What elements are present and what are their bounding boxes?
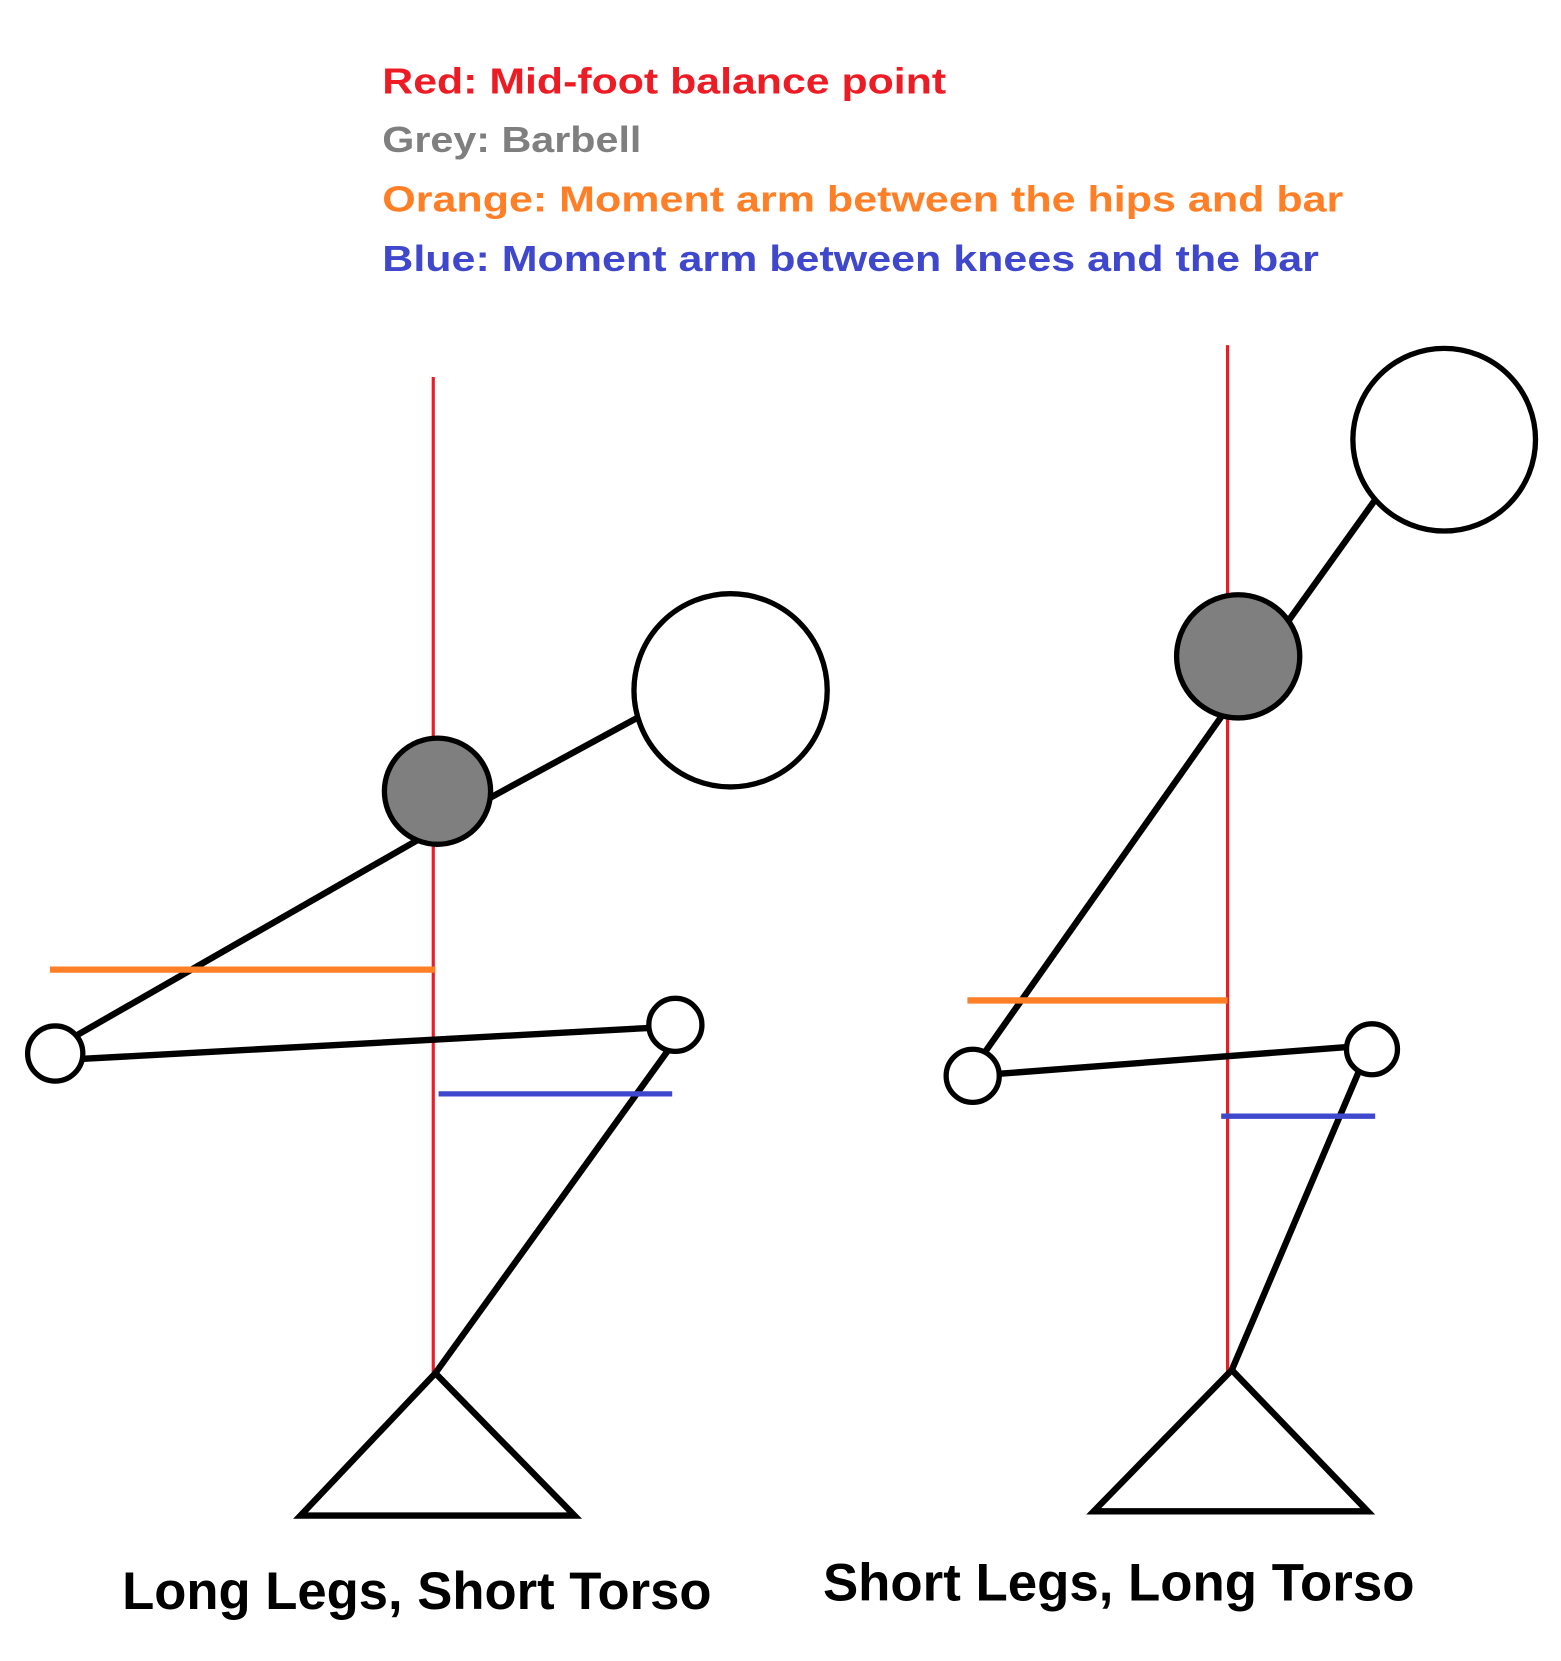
knee-joint [1343,1021,1401,1078]
shin-line [1228,1067,1363,1374]
legend-grey: Grey: Barbell [382,119,641,160]
head-circle [631,591,830,790]
figure-long-legs: Long Legs, Short Torso [24,377,830,1621]
hip-joint [24,1023,86,1084]
figure-caption: Short Legs, Long Torso [823,1553,1414,1612]
legend-blue: Blue: Moment arm between knees and the b… [382,238,1319,279]
barbell-circle [1173,592,1303,721]
head-circle [1350,345,1539,534]
legend: Red: Mid-foot balance point Grey: Barbel… [382,60,1343,278]
legend-orange: Orange: Moment arm between the hips and … [382,178,1343,219]
hip-joint [943,1046,1002,1106]
foot-triangle [1086,1365,1376,1515]
foot-triangle [293,1368,583,1519]
back-line [982,713,1225,1055]
figure-caption: Long Legs, Short Torso [122,1562,711,1621]
legend-red: Red: Mid-foot balance point [382,60,946,101]
shin-line [432,1042,675,1377]
thigh-line [79,1024,651,1063]
barbell-circle [381,735,494,847]
knee-joint [646,995,705,1055]
thigh-line [997,1043,1349,1077]
neck-line [485,715,639,802]
back-line [73,835,423,1039]
neck-line [1284,498,1378,625]
figure-short-legs: Short Legs, Long Torso [823,345,1539,1612]
